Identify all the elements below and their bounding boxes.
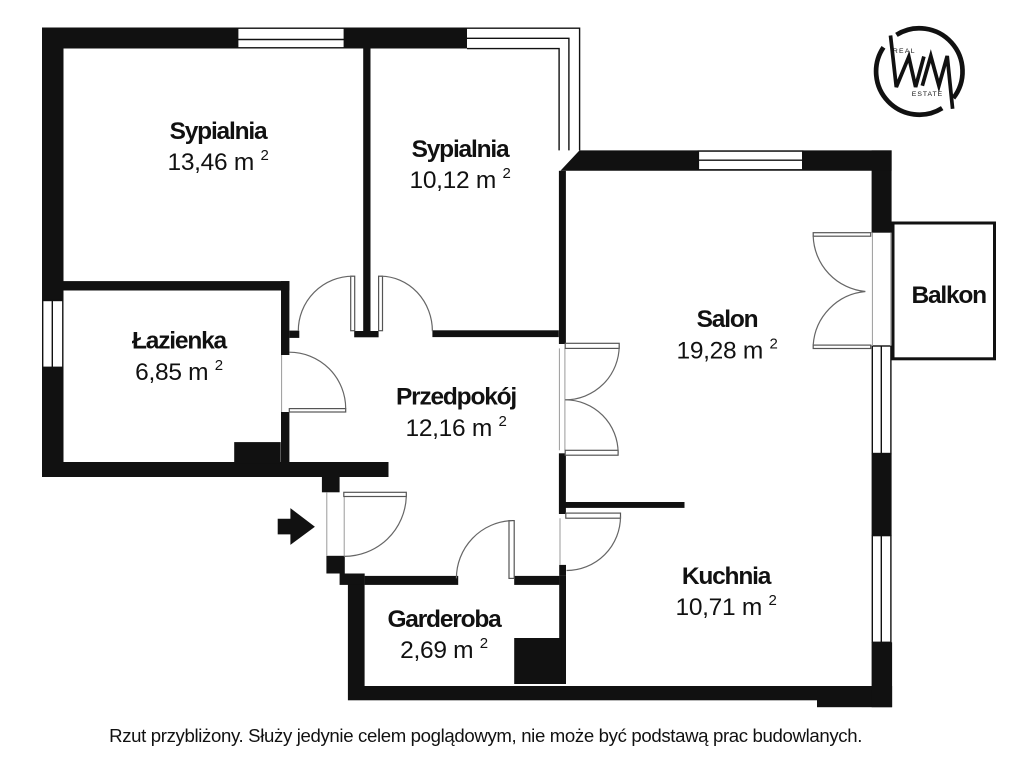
svg-text:Rzut przybliżony. Służy jedyni: Rzut przybliżony. Służy jedynie celem po… <box>109 725 862 746</box>
svg-text:Garderoba: Garderoba <box>387 606 502 633</box>
svg-text:REAL: REAL <box>893 48 916 55</box>
svg-text:Balkon: Balkon <box>911 282 986 309</box>
svg-text:19,28 m 2: 19,28 m 2 <box>677 336 778 365</box>
svg-text:Sypialnia: Sypialnia <box>412 136 510 163</box>
svg-text:6,85 m 2: 6,85 m 2 <box>135 357 223 386</box>
svg-text:13,46 m 2: 13,46 m 2 <box>168 147 269 176</box>
svg-text:12,16 m 2: 12,16 m 2 <box>406 413 507 442</box>
svg-text:2,69 m 2: 2,69 m 2 <box>400 635 488 664</box>
svg-text:10,71 m 2: 10,71 m 2 <box>676 592 777 621</box>
svg-text:ESTATE: ESTATE <box>912 91 943 98</box>
svg-text:Przedpokój: Przedpokój <box>396 384 516 411</box>
svg-text:10,12 m 2: 10,12 m 2 <box>410 165 511 194</box>
svg-text:Kuchnia: Kuchnia <box>682 563 772 590</box>
svg-text:Łazienka: Łazienka <box>132 328 227 355</box>
svg-text:Salon: Salon <box>697 306 758 333</box>
svg-text:Sypialnia: Sypialnia <box>170 118 268 145</box>
